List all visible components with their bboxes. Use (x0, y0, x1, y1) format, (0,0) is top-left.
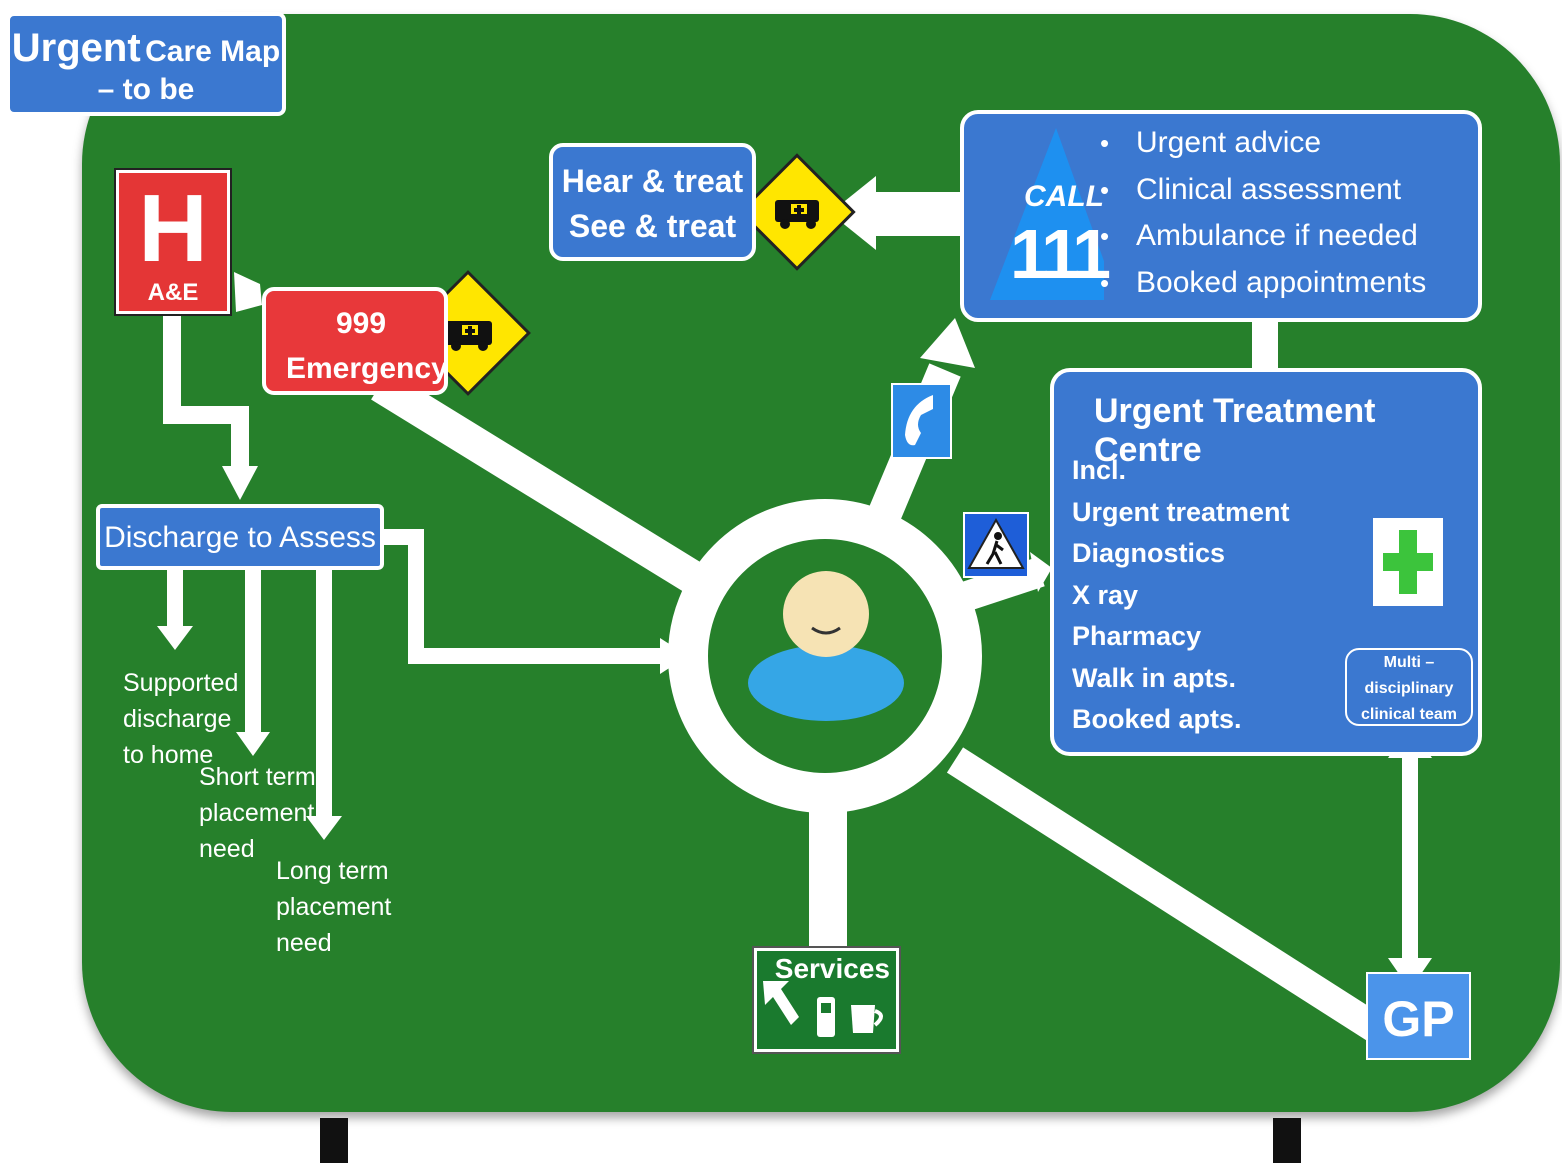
cup-icon (851, 1005, 883, 1033)
map-title: Urgent Care Map – to be (6, 12, 286, 116)
list-item: Pharmacy (1072, 621, 1202, 651)
hospital-label: A&E (147, 279, 199, 306)
text-line: Long term (276, 857, 389, 885)
phone-icon[interactable] (891, 383, 952, 459)
path-discharge-to-patient (384, 529, 668, 664)
short-term-placement-text: Short term placement need (199, 759, 316, 867)
team-line: clinical team (1360, 706, 1458, 723)
text-line: Short term (199, 763, 316, 791)
team-line: disciplinary (1364, 680, 1454, 697)
call-label: CALL (1024, 180, 1104, 213)
path-ae-to-discharge (163, 314, 249, 470)
multidisciplinary-team-badge[interactable]: Multi – disciplinary clinical team (1345, 648, 1473, 726)
hospital-ae-sign[interactable]: H A&E (114, 168, 232, 316)
emergency-label: Emergency (286, 352, 448, 385)
list-item: Diagnostics (1072, 538, 1226, 568)
services-label: Services (774, 953, 890, 984)
call-111-box[interactable]: CALL 111 Urgent advice Clinical assessme… (960, 110, 1482, 322)
list-item: Ambulance if needed (1100, 213, 1426, 260)
arrow-head-111 (920, 318, 975, 368)
text-line: to home (123, 741, 214, 769)
gp-label: GP (1382, 991, 1455, 1047)
call-111-services-list: Urgent advice Clinical assessment Ambula… (1100, 120, 1426, 306)
hear-treat-line: Hear & treat (561, 163, 744, 199)
see-treat-line: See & treat (568, 208, 737, 245)
arrow-up-left-icon (763, 981, 799, 1025)
team-line: Multi – (1383, 654, 1435, 671)
utc-title: Urgent Treatment Centre (1094, 392, 1376, 469)
ambulance-warning-icon (738, 153, 856, 271)
list-item: Booked apts. (1072, 704, 1242, 734)
title-word-urgent: Urgent (11, 26, 141, 70)
text-line: Supported (123, 669, 239, 697)
text-line: placement (276, 893, 392, 921)
list-item: Booked appointments (1100, 260, 1426, 307)
emergency-number: 999 (336, 307, 387, 340)
patient-avatar-icon (748, 571, 904, 721)
text-line: placement (199, 799, 315, 827)
utc-services-list: Incl. Urgent treatment Diagnostics X ray… (1072, 450, 1290, 741)
emergency-999-box[interactable]: 999 Emergency (262, 287, 448, 395)
fuel-icon (817, 997, 835, 1037)
discharge-to-assess-box[interactable]: Discharge to Assess (96, 504, 384, 570)
hear-and-treat-box[interactable]: Hear & treat See & treat (549, 143, 756, 261)
supported-discharge-text: Supported discharge to home (123, 665, 238, 773)
services-sign[interactable]: Services (752, 946, 901, 1054)
pedestrian-crossing-glyph (967, 517, 1025, 569)
road-to-gp (946, 747, 1387, 1043)
list-item: Walk in apts. (1072, 662, 1237, 693)
list-item: Incl. (1072, 455, 1127, 485)
phone-handset-icon (905, 395, 933, 446)
list-item: Clinical assessment (1100, 167, 1426, 214)
list-item: Urgent treatment (1072, 496, 1290, 527)
long-term-placement-text: Long term placement need (276, 853, 391, 961)
pedestrian-crossing-icon (963, 512, 1029, 578)
sign-post-right (1273, 1118, 1301, 1163)
text-line: need (199, 835, 255, 863)
text-line: need (276, 929, 332, 957)
services-icons (763, 981, 883, 1037)
text-line: discharge (123, 705, 232, 733)
title-line2: – to be (97, 73, 195, 106)
hospital-letter: H (138, 175, 208, 282)
list-item: Urgent advice (1100, 120, 1426, 167)
sign-post-left (320, 1118, 348, 1163)
title-word-care-map: Care Map (145, 35, 281, 68)
call-111-triangle (990, 128, 1104, 300)
call-number: 111 (1010, 215, 1111, 293)
medical-cross-icon (1373, 518, 1443, 606)
road-to-emergency (371, 370, 719, 603)
discharge-label: Discharge to Assess (104, 521, 376, 554)
list-item: X ray (1072, 579, 1139, 610)
gp-box[interactable]: GP (1366, 972, 1471, 1060)
